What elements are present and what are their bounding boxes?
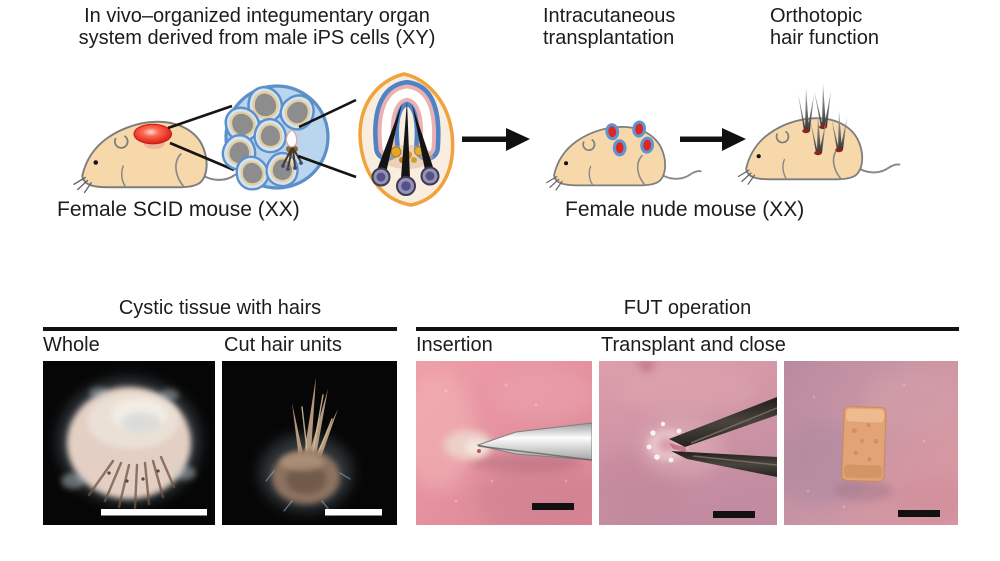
fut-operation-panel: FUT operation Insertion Transplant and c… <box>416 297 959 525</box>
scale-bar <box>713 511 755 518</box>
transplant-patch-icon <box>133 123 173 145</box>
step-label-derivation: In vivo–organized integumentary organ sy… <box>78 5 436 49</box>
scale-bar <box>898 510 940 517</box>
cut-hair-units-photo <box>222 361 397 525</box>
panel-rule <box>416 327 959 331</box>
cyst-cluster-illustration <box>217 83 330 195</box>
zoom-cone-right <box>297 98 357 179</box>
zoom-cone-left <box>167 104 235 172</box>
nude-mouse-illustration <box>545 120 702 191</box>
graft-dot-icons <box>605 120 655 157</box>
hair-unit-icon <box>281 129 303 171</box>
scale-bar <box>101 509 207 516</box>
step-label-hair-function: Orthotopic hair function <box>770 5 879 49</box>
transplant-photo <box>599 361 777 525</box>
tweezers-icon <box>669 397 777 477</box>
sublabel-transplant-and-close: Transplant and close <box>601 334 786 356</box>
cystic-tissue-panel: Cystic tissue with hairs Whole Cut hair … <box>43 297 397 525</box>
arrow-right-icon <box>462 128 530 151</box>
panel-rule <box>43 327 397 331</box>
hair-shaft-icons <box>377 101 433 178</box>
follicle-bulb-icons <box>371 166 440 196</box>
graft-strip-icon <box>841 405 887 483</box>
source-mouse-label: Female SCID mouse (XX) <box>57 198 300 221</box>
hair-tuft-icons <box>798 83 847 156</box>
scale-bar <box>532 503 574 510</box>
step-label-transplantation: Intracutaneous transplantation <box>543 5 676 49</box>
cystic-panel-title: Cystic tissue with hairs <box>118 297 322 319</box>
scale-bar <box>325 509 382 516</box>
scid-mouse-illustration <box>72 120 248 194</box>
whole-tissue-photo <box>43 361 215 525</box>
arch-white-cavity <box>381 88 433 153</box>
hair-growth-mouse-illustration <box>737 83 901 186</box>
sublabel-insertion: Insertion <box>416 334 493 356</box>
hair-follicle-organ-illustration <box>358 72 455 207</box>
workflow-diagram <box>72 72 901 207</box>
host-mouse-label: Female nude mouse (XX) <box>565 198 805 221</box>
sublabel-whole: Whole <box>43 334 100 356</box>
closed-graft-photo <box>784 361 958 525</box>
insertion-tool-icon <box>476 422 592 461</box>
insertion-photo <box>416 361 592 525</box>
arrow-right-icon <box>680 128 746 151</box>
fut-panel-title: FUT operation <box>623 297 752 319</box>
sublabel-cut-hair-units: Cut hair units <box>224 334 342 356</box>
